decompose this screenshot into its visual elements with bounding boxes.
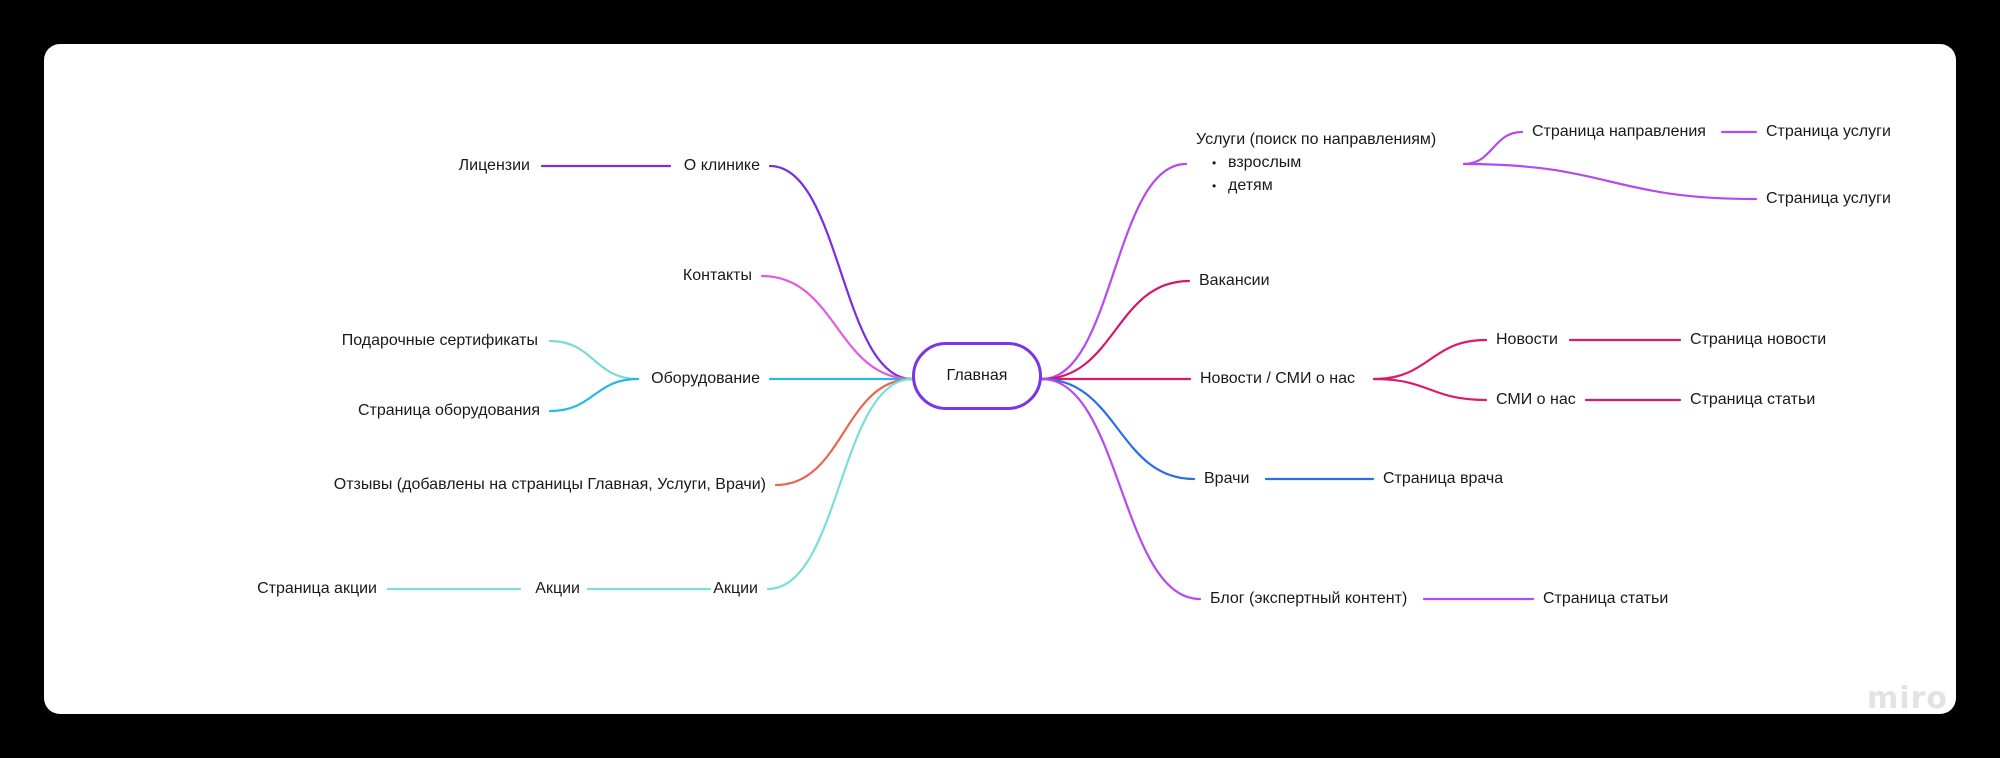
node-reviews[interactable]: Отзывы (добавлены на страницы Главная, У… [333,476,766,493]
edge-newssmi-smi [1372,377,1488,402]
node-equipment-page[interactable]: Страница оборудования [358,402,540,419]
root-node-main[interactable]: Главная [912,342,1042,410]
node-blog[interactable]: Блог (экспертный контент) [1210,590,1408,607]
edge-root-contacts [760,274,914,381]
node-promos-sub[interactable]: Акции [535,580,580,597]
node-service-page-1[interactable]: Страница услуги [1766,123,1891,140]
node-doctors[interactable]: Врачи [1204,470,1250,487]
miro-watermark: miro [1867,681,1948,714]
node-article-page-smi[interactable]: Страница статьи [1690,391,1816,408]
edge-root-vacancies [1040,279,1191,381]
services-item-children: детям [1196,176,1436,196]
mindmap-connectors [386,130,1758,601]
edge-root-services [1040,162,1188,381]
node-about[interactable]: О клинике [683,157,760,174]
edge-equipment-page [548,377,640,413]
edge-services-service [1462,162,1758,201]
node-services[interactable]: Услуги (поиск по направлениям) взрослым … [1196,130,1436,196]
edge-root-about [768,164,914,381]
edge-equipment-certificates [548,339,640,381]
services-item-adults: взрослым [1196,153,1436,173]
node-promo-page[interactable]: Страница акции [257,580,377,597]
node-vacancies[interactable]: Вакансии [1199,272,1270,289]
services-title: Услуги (поиск по направлениям) [1196,131,1437,148]
edge-root-blog [1040,377,1202,601]
node-news[interactable]: Новости [1496,331,1558,348]
node-doctor-page[interactable]: Страница врача [1383,470,1504,487]
node-smi[interactable]: СМИ о нас [1496,391,1576,408]
node-gift-certificates[interactable]: Подарочные сертификаты [341,332,538,349]
edge-root-promos [766,377,914,591]
edge-services-direction [1462,130,1524,166]
edge-root-doctors [1040,377,1196,481]
node-service-page-2[interactable]: Страница услуги [1766,190,1891,207]
mindmap-board: Главная О клинике Лицензии Контакты Обор… [44,44,1956,714]
edge-newssmi-news [1372,338,1488,381]
node-promos[interactable]: Акции [713,580,758,597]
node-news-smi[interactable]: Новости / СМИ о нас [1200,370,1355,387]
node-contacts[interactable]: Контакты [682,267,752,284]
node-direction-page[interactable]: Страница направления [1532,123,1706,140]
node-article-page-blog[interactable]: Страница статьи [1543,590,1669,607]
node-news-page[interactable]: Страница новости [1690,331,1827,348]
edge-root-reviews [774,377,914,487]
node-licenses[interactable]: Лицензии [458,157,530,174]
node-equipment[interactable]: Оборудование [651,370,760,387]
